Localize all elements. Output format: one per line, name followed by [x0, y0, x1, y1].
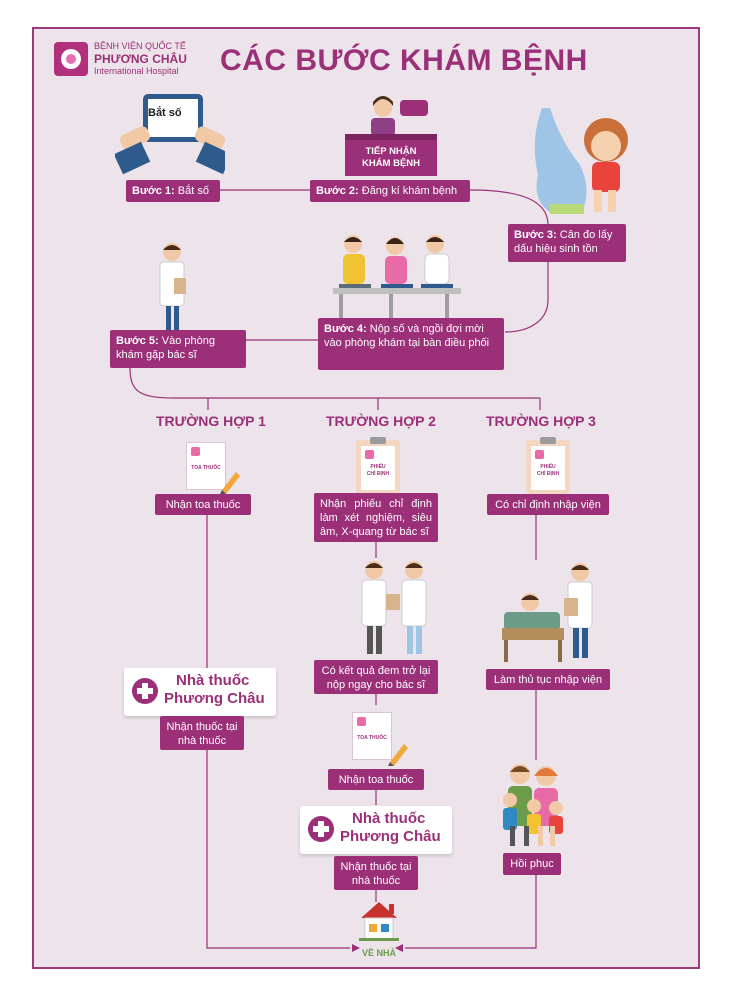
connector-3-4: [504, 262, 549, 333]
case-1-step-1: Nhận toa thuốc: [155, 494, 251, 515]
case-1-pharmacy-line-1: Nhà thuốc: [176, 672, 250, 689]
connector-2-3: [469, 189, 549, 226]
case-3-order-label-1: PHIẾU: [540, 464, 556, 470]
case-2-title: TRƯỜNG HỢP 2: [326, 413, 436, 429]
step-1-box: Bước 1: Bắt số: [126, 180, 220, 202]
case-2-pharmacy-line-2: Phương Châu: [340, 828, 441, 845]
step-4-text: Nộp số và ngồi đợi mời vào phòng khám tạ…: [324, 323, 490, 349]
reception-sign-line-1: TIẾP NHẬN: [365, 146, 417, 157]
case-2-step-4: Nhận thuốc tại nhà thuốc: [334, 856, 418, 890]
case-3-family-illustration: [503, 764, 563, 846]
home-icon: [359, 902, 399, 941]
tablet-illustration: [115, 94, 225, 175]
step-5-box: Bước 5: Vào phòng khám gặp bác sĩ: [110, 330, 246, 368]
case-1-pharmacy-line-2: Phương Châu: [164, 690, 265, 707]
connector-5-split: [129, 367, 540, 399]
case-2-pharmacy-line-1: Nhà thuốc: [352, 810, 426, 827]
reception-sign-line-2: KHÁM BỆNH: [361, 158, 421, 169]
case-2-prescription-label: TOA THUỐC: [357, 735, 387, 741]
case-1-pharmacy-card: Nhà thuốc Phương Châu: [124, 668, 276, 716]
step-2-text: Đăng kí khám bệnh: [361, 185, 458, 197]
hospital-logo-icon: [54, 42, 88, 76]
case-2-pharmacy-card: Nhà thuốc Phương Châu: [300, 806, 452, 854]
case-3-step-1: Có chỉ định nhập viện: [487, 494, 609, 515]
case-2-step-2: Có kết quả đem trở lại nộp ngay cho bác …: [314, 660, 438, 694]
step-2-label: Bước 2:: [316, 185, 359, 197]
case-3-step-3: Hồi phục: [503, 853, 561, 875]
logo-line-3: International Hospital: [94, 66, 179, 76]
case-1-prescription-label: TOA THUỐC: [191, 465, 221, 471]
reception-sign: TIẾP NHẬN KHÁM BỆNH: [345, 146, 437, 170]
step-5-label: Bước 5:: [116, 335, 159, 347]
step-1-label: Bước 1:: [132, 185, 175, 197]
case-2-pencil-icon: [388, 744, 408, 766]
step-1-text: Bắt số: [177, 185, 209, 197]
tablet-text: Bắt số: [148, 107, 182, 119]
step-2-box: Bước 2: Đăng kí khám bệnh: [310, 180, 470, 202]
case-1-title: TRƯỜNG HỢP 1: [156, 413, 266, 429]
step-3-label: Bước 3:: [514, 229, 557, 241]
arrowhead-left: [352, 944, 360, 952]
reception-illustration: [345, 96, 437, 176]
logo-line-2: PHƯƠNG CHÂU: [94, 52, 187, 66]
waiting-people-illustration: [333, 235, 461, 318]
height-scale-illustration: [534, 108, 628, 214]
connector-c1-home: [206, 514, 350, 949]
case-2-prescription-icon: TOA THUỐC: [352, 712, 392, 760]
case-3-title: TRƯỜNG HỢP 3: [486, 413, 596, 429]
case-1-step-2: Nhận thuốc tại nhà thuốc: [160, 716, 244, 750]
case-3-step-2: Làm thủ tục nhập viện: [486, 669, 610, 690]
step-4-label: Bước 4:: [324, 323, 367, 335]
step-4-box: Bước 4: Nộp số và ngồi đợi mời vào phòng…: [318, 318, 504, 370]
home-label: VỀ NHÀ: [361, 948, 396, 958]
arrowhead-right: [395, 944, 403, 952]
case-1-prescription-icon: TOA THUỐC: [186, 442, 226, 490]
page-title: CÁC BƯỚC KHÁM BỆNH: [220, 44, 588, 77]
step-3-text: Cân đo lấy dấu hiệu sinh tồn: [514, 229, 613, 255]
logo-line-1: BỆNH VIỆN QUỐC TẾ: [94, 41, 186, 51]
case-3-hospital-bed-illustration: [502, 563, 593, 662]
case-2-order-label-1: PHIẾU: [370, 464, 386, 470]
case-2-doctors-illustration: [361, 561, 427, 654]
connector-c3-home: [405, 875, 537, 949]
case-2-step-1: Nhận phiếu chỉ định làm xét nghiệm, siêu…: [314, 493, 438, 542]
case-2-step-3: Nhận toa thuốc: [328, 769, 424, 790]
case-3-order-label-2: CHỈ ĐỊNH: [536, 471, 560, 477]
case-1-pencil-icon: [220, 472, 240, 494]
doctor-illustration: [159, 243, 186, 332]
case-2-pharmacy-cross-icon: [308, 816, 334, 842]
case-1-pharmacy-cross-icon: [132, 678, 158, 704]
step-3-box: Bước 3: Cân đo lấy dấu hiệu sinh tồn: [508, 224, 626, 262]
step-5-text: Vào phòng khám gặp bác sĩ: [116, 335, 215, 361]
case-2-order-label-2: CHỈ ĐỊNH: [366, 471, 390, 477]
